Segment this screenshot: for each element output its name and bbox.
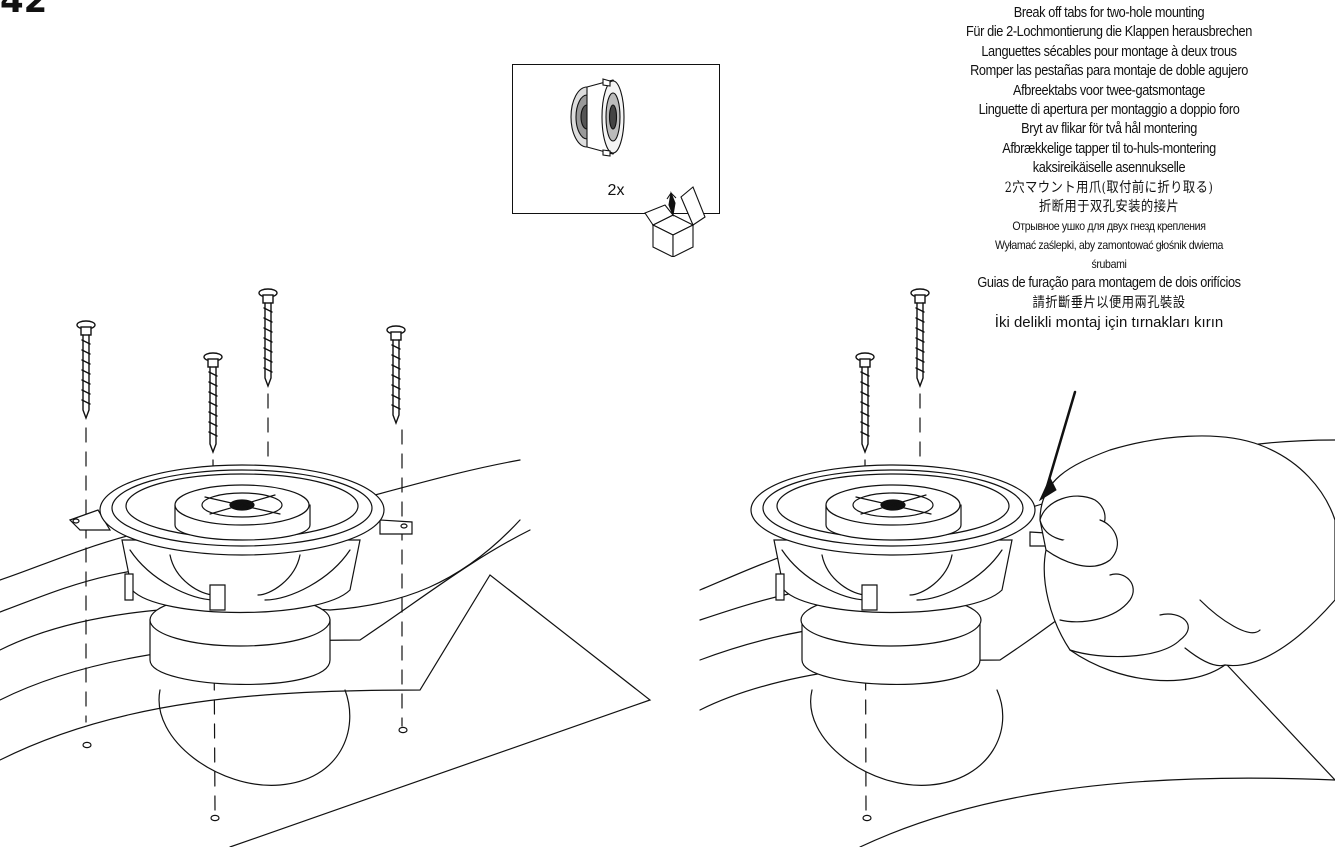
screws-right bbox=[855, 288, 930, 454]
screw-icon bbox=[910, 288, 930, 388]
screw-icon bbox=[203, 352, 223, 454]
screw-icon bbox=[855, 352, 875, 454]
break-off-tabs-captions: Break off tabs for two-hole mounting Für… bbox=[889, 4, 1329, 333]
caption-pt: Guias de furação para montagem de dois o… bbox=[977, 275, 1241, 292]
pointer-arrow bbox=[1038, 390, 1077, 502]
box-icon bbox=[644, 186, 706, 257]
screws-left bbox=[76, 288, 406, 454]
screw-icon bbox=[386, 325, 406, 425]
right-cutout bbox=[810, 689, 1004, 786]
caption-da: Afbrækkelige tapper til to-huls-monterin… bbox=[1002, 140, 1216, 157]
right-mount-hole bbox=[862, 814, 872, 822]
caption-fr: Languettes sécables pour montage à deux … bbox=[981, 43, 1237, 60]
caption-tr: İki delikli montaj için tırnakları kırın bbox=[994, 314, 1224, 332]
speaker-icon bbox=[570, 78, 625, 157]
caption-en: Break off tabs for two-hole mounting bbox=[1013, 5, 1205, 21]
caption-es: Romper las pestañas para montaje de dobl… bbox=[970, 63, 1248, 80]
left-cutout bbox=[158, 689, 351, 786]
caption-zh-hans: 折断用于双孔安装的接片 bbox=[1038, 199, 1180, 216]
caption-pl-line1: Wyłamać zaślepki, aby zamontować głośnik… bbox=[994, 238, 1224, 253]
caption-ru: Отрывное ушко для двух гнезд крепления bbox=[1012, 219, 1206, 234]
caption-zh-hant: 請折斷垂片以便用兩孔裝設 bbox=[1032, 294, 1186, 311]
left-mount-holes bbox=[82, 726, 408, 822]
caption-fi: kaksireikäiselle asennukselle bbox=[1032, 160, 1186, 177]
hand-icon bbox=[1039, 435, 1335, 682]
caption-sv: Bryt av flikar för två hål montering bbox=[1021, 121, 1197, 138]
caption-ja: 2穴マウント用爪(取付前に折り取る) bbox=[1004, 179, 1214, 196]
caption-de: Für die 2-Lochmontierung die Klappen her… bbox=[966, 24, 1252, 41]
screw-icon bbox=[258, 288, 278, 388]
caption-it: Linguette di apertura per montaggio a do… bbox=[978, 102, 1240, 119]
package-contents-inset: 2x bbox=[512, 64, 720, 257]
screw-icon bbox=[76, 320, 96, 420]
caption-pl-line2: śrubami bbox=[1091, 257, 1127, 272]
speaker-left bbox=[68, 464, 413, 685]
quantity-label: 2x bbox=[607, 182, 625, 199]
speaker-right bbox=[750, 464, 1063, 685]
page-number: 42 bbox=[0, 0, 48, 21]
caption-nl: Afbreektabs voor twee-gatsmontage bbox=[1013, 82, 1205, 99]
